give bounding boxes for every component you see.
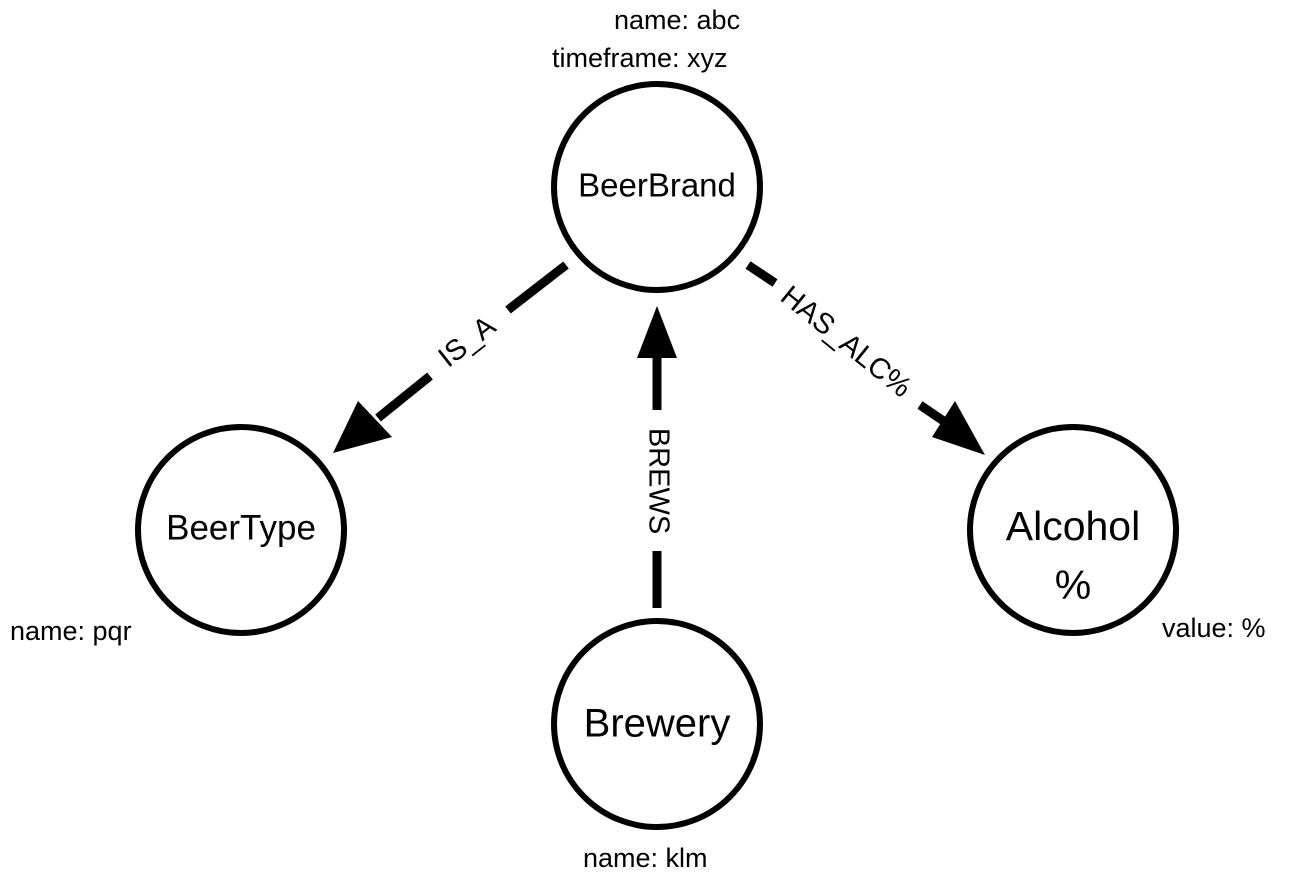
node-alcohol[interactable]: Alcohol % <box>967 424 1179 636</box>
edge-is-a: IS_A <box>333 261 569 453</box>
node-brewery-circle <box>551 618 763 830</box>
edge-is-a-arrowhead <box>333 401 392 453</box>
edge-has-alc-line-lower <box>917 401 948 426</box>
node-beerbrand-label: BeerBrand <box>578 167 736 204</box>
node-beerbrand-circle <box>551 81 763 293</box>
node-alcohol-circle <box>967 424 1179 636</box>
node-beertype-prop-name: name: pqr <box>10 616 132 646</box>
node-beerbrand-prop-timeframe: timeframe: xyz <box>552 43 728 73</box>
node-beerbrand[interactable]: BeerBrand <box>551 81 763 293</box>
node-brewery-label: Brewery <box>584 702 731 746</box>
node-brewery[interactable]: Brewery <box>551 618 763 830</box>
edge-is-a-line-upper <box>505 261 569 314</box>
node-beertype[interactable]: BeerType <box>135 424 347 636</box>
edge-has-alc: HAS_ALC% <box>745 261 985 455</box>
node-beertype-label: BeerType <box>166 508 316 547</box>
node-alcohol-prop-value: value: % <box>1162 613 1266 643</box>
node-beerbrand-prop-name: name: abc <box>614 5 740 35</box>
node-alcohol-label-line1: Alcohol <box>1006 503 1140 549</box>
node-beertype-circle <box>135 424 347 636</box>
edge-has-alc-line-upper <box>745 261 778 287</box>
edge-brews-arrowhead <box>637 306 677 358</box>
node-brewery-prop-name: name: klm <box>583 843 708 873</box>
edge-has-alc-arrowhead <box>932 401 985 455</box>
edge-is-a-line-lower <box>375 372 433 422</box>
edge-brews: BREWS <box>637 306 677 608</box>
edge-is-a-label: IS_A <box>433 310 503 374</box>
node-alcohol-label-line2: % <box>1055 562 1091 608</box>
edge-has-alc-label: HAS_ALC% <box>774 280 917 404</box>
edge-brews-label: BREWS <box>642 428 674 534</box>
